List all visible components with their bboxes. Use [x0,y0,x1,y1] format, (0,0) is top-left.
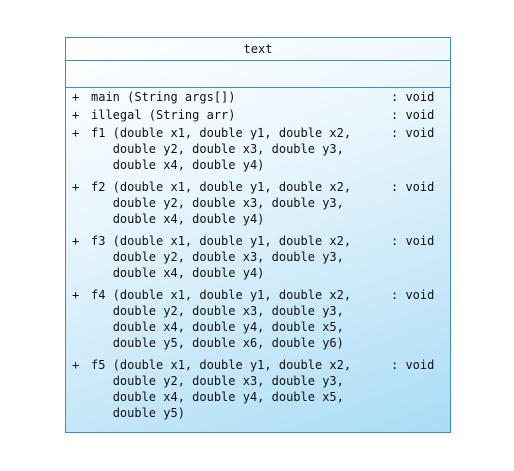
operation-return-type: : void [391,358,435,372]
operation-return-type: : void [391,126,435,140]
visibility-marker: + [72,358,80,372]
operation-return-type: : void [391,108,435,122]
operation-signature: f1 (double x1, double y1, double x2, dou… [91,126,352,172]
operation-f4: + f4 (double x1, double y1, double x2, d… [66,287,450,351]
visibility-marker: + [72,126,80,140]
operation-f5: + f5 (double x1, double y1, double x2, d… [66,357,450,421]
visibility-marker: + [72,288,80,302]
operation-illegal: + illegal (String arr) : void [66,107,450,123]
uml-class-box[interactable]: text + main (String args[]) : void + ill… [65,37,451,433]
visibility-marker: + [72,108,80,122]
visibility-marker: + [72,180,80,194]
visibility-marker: + [72,90,80,104]
operation-signature: f2 (double x1, double y1, double x2, dou… [91,180,352,226]
operation-f1: + f1 (double x1, double y1, double x2, d… [66,125,450,173]
operations-compartment: + main (String args[]) : void + illegal … [66,88,450,421]
operation-return-type: : void [391,180,435,194]
operation-main: + main (String args[]) : void [66,89,450,105]
operation-signature: f5 (double x1, double y1, double x2, dou… [91,358,352,420]
operation-f3: + f3 (double x1, double y1, double x2, d… [66,233,450,281]
attributes-compartment [66,61,450,88]
operation-signature: main (String args[]) [91,90,236,104]
operation-return-type: : void [391,288,435,302]
class-name: text [66,38,450,61]
operation-return-type: : void [391,90,435,104]
operation-signature: illegal (String arr) [91,108,236,122]
operation-return-type: : void [391,234,435,248]
operation-f2: + f2 (double x1, double y1, double x2, d… [66,179,450,227]
operation-signature: f3 (double x1, double y1, double x2, dou… [91,234,352,280]
operation-signature: f4 (double x1, double y1, double x2, dou… [91,288,352,350]
visibility-marker: + [72,234,80,248]
